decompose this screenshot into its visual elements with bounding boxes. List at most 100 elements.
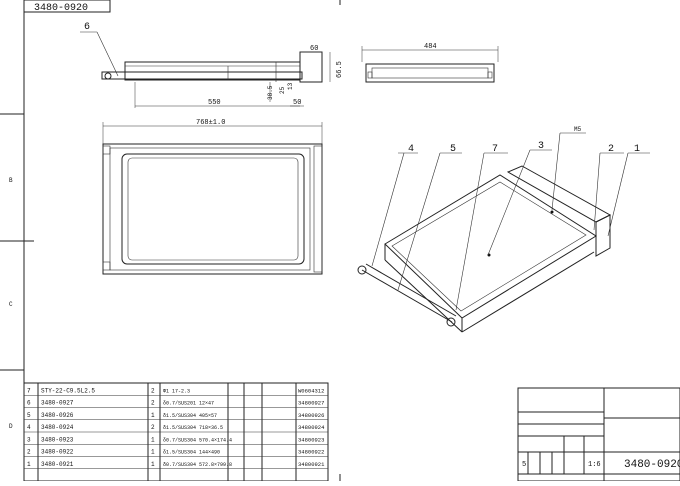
top-tray <box>109 147 311 271</box>
zone-letter: B <box>9 177 13 184</box>
bom-cell-no: 5 <box>27 412 31 419</box>
drawing-number: 3480-0920 <box>624 459 680 471</box>
zone-letter: C <box>9 301 13 308</box>
bom-cell-no: 4 <box>27 424 31 431</box>
bom-rows: 7 STY-22-C9.5L2.5 2 Φ1 17-2.3 W0604312 6 3480-… <box>24 387 328 470</box>
top-basin-inner <box>127 157 299 261</box>
dimension-label: 66.5 <box>336 61 344 78</box>
dimension-label: 25 <box>279 86 286 94</box>
iso-edge <box>461 251 595 333</box>
leader-line <box>551 132 561 211</box>
balloon-number: 7 <box>492 144 498 155</box>
roller-wheel <box>104 72 112 80</box>
leader-line <box>371 152 405 267</box>
iso-tray-inner <box>391 181 587 312</box>
bom-cell-code: 34800921 <box>298 461 325 468</box>
top-outer-frame <box>102 143 323 275</box>
bom-cell-qty: 2 <box>151 387 155 394</box>
top-view: 768±1.0 <box>102 119 323 275</box>
dimension-label: 13 <box>287 82 294 90</box>
side-view: 6 60 66.5 550 50 38.5 25 13 <box>80 22 344 108</box>
bom-cell-qty: 1 <box>151 436 155 443</box>
bom-cell-spec: δ1.5/SUS304 405×57 <box>163 413 217 419</box>
top-back-plate <box>313 145 323 273</box>
bom-cell-part: 3480-0924 <box>41 424 74 431</box>
top-drawing-label: 3480-0920 <box>34 3 88 14</box>
balloon-number: 4 <box>408 144 414 155</box>
bom-cell-spec: δ1.5/SUS304 718×36.5 <box>163 425 223 431</box>
leader-line <box>96 31 119 77</box>
top-basin <box>121 153 305 265</box>
bom-cell-no: 6 <box>27 400 31 407</box>
iso-wheel <box>357 265 367 275</box>
bom-cell-code: 34800924 <box>298 424 325 431</box>
front-foot <box>487 71 493 79</box>
iso-center-mark <box>487 253 491 257</box>
top-label-box <box>23 0 111 13</box>
dimension-label: 50 <box>293 99 301 107</box>
bom-cell-code: 34800922 <box>298 449 324 456</box>
bom-table: 7 STY-22-C9.5L2.5 2 Φ1 17-2.3 W0604312 6 3480-… <box>23 382 329 482</box>
bom-cell-qty: 2 <box>151 424 155 431</box>
leader-line <box>455 152 485 311</box>
front-frame <box>365 63 495 83</box>
scale-value: 1:6 <box>588 461 601 469</box>
leader-line <box>487 149 531 256</box>
front-inner <box>371 67 489 79</box>
iso-rail <box>361 269 453 323</box>
title-block: 5 1:6 3480-0920 <box>517 387 680 482</box>
bom-cell-no: 7 <box>27 387 31 394</box>
balloon-number: 6 <box>84 22 90 33</box>
sheet-field: 5 <box>522 461 526 469</box>
balloon-number: 1 <box>634 144 640 155</box>
iso-tray-outer <box>384 174 597 319</box>
bom-cell-no: 3 <box>27 436 31 443</box>
bom-cell-part: 3480-0923 <box>41 436 74 443</box>
bom-cell-part: 3480-0927 <box>41 400 74 407</box>
leader-line <box>593 152 601 231</box>
bom-cell-spec: δ0.7/SUS304 570.4×174.4 <box>163 437 232 443</box>
drawer-rail <box>101 71 303 80</box>
bom-cell-code: W0604312 <box>298 387 324 394</box>
bom-cell-spec: δ0.7/SUS201 12×47 <box>163 401 214 407</box>
bom-cell-code: 34800923 <box>298 436 324 443</box>
bom-cell-code: 34800926 <box>298 412 324 419</box>
iso-wheel <box>446 317 456 327</box>
top-corner <box>102 261 111 271</box>
front-foot <box>367 71 373 79</box>
balloon-number: 2 <box>608 144 614 155</box>
zone-letter: D <box>9 423 13 430</box>
top-corner <box>102 145 111 155</box>
front-view: 484 <box>361 43 499 83</box>
dimension-label: 38.5 <box>267 85 274 100</box>
iso-rail <box>365 263 457 317</box>
bom-cell-part: STY-22-C9.5L2.5 <box>41 387 95 394</box>
iso-back-bracket <box>506 165 612 223</box>
iso-screw-hole <box>550 210 554 214</box>
bom-cell-qty: 1 <box>151 461 155 468</box>
bom-cell-part: 3480-0926 <box>41 412 74 419</box>
bom-cell-spec: δ0.7/SUS304 572.8×799.8 <box>163 462 232 468</box>
iso-back-bracket-side <box>595 214 611 257</box>
dimension-label: 768±1.0 <box>196 119 225 127</box>
bom-cell-spec: δ1.5/SUS304 144×490 <box>163 450 220 456</box>
bom-cell-qty: 2 <box>151 400 155 407</box>
leader-line <box>607 152 629 237</box>
leader-line <box>397 152 441 291</box>
bom-cell-spec: Φ1 17-2.3 <box>163 388 190 394</box>
tray-side <box>124 61 301 81</box>
bom-cell-no: 2 <box>27 449 31 456</box>
bom-cell-no: 1 <box>27 461 31 468</box>
isometric-view: M5 4 5 7 3 2 1 <box>357 126 650 333</box>
bom-cell-qty: 1 <box>151 449 155 456</box>
bom-cell-code: 34800927 <box>298 400 324 407</box>
dimension-label: 550 <box>208 99 221 107</box>
dimension-label: 60 <box>310 45 318 53</box>
back-bracket <box>299 51 323 83</box>
bom-cell-part: 3480-0921 <box>41 461 74 468</box>
dimension-label: 484 <box>424 43 437 51</box>
bom-cell-part: 3480-0922 <box>41 449 74 456</box>
callout-label: M5 <box>574 126 582 133</box>
